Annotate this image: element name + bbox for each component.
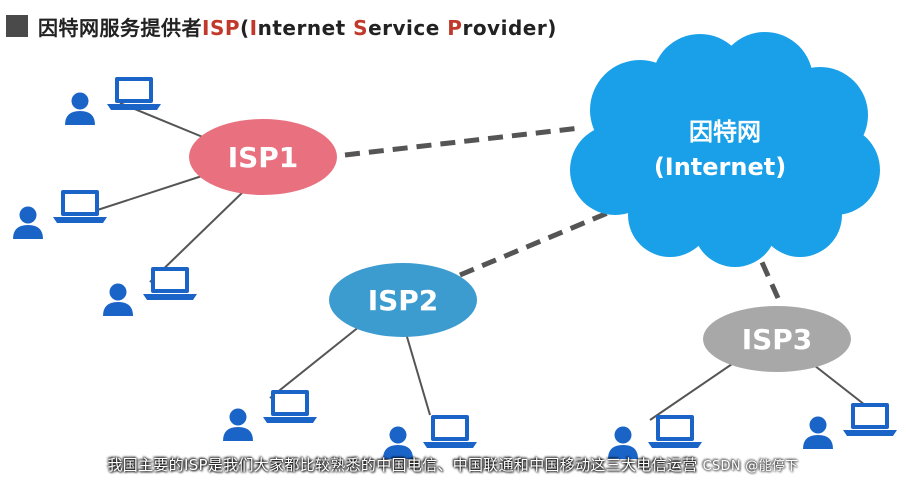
isp1-node — [189, 119, 337, 195]
laptop-icon — [648, 415, 702, 448]
user-group-7 — [803, 403, 897, 449]
internet-label-en: (Internet) — [654, 153, 786, 181]
page-title: 因特网服务提供者ISP(Internet Service Provider) — [38, 15, 557, 40]
internet-label-cn: 因特网 — [689, 118, 761, 146]
user-group-1 — [65, 77, 161, 125]
watermark: CSDN @能停下 — [702, 459, 799, 474]
laptop-icon — [107, 77, 161, 110]
laptop-icon — [423, 415, 477, 448]
user-icon — [803, 416, 833, 449]
link-isp1-internet — [344, 125, 581, 158]
video-subtitle: 我国主要的ISP是我们大家都比较熟悉的中国电信、中国联通和中国移动这三大电信运营… — [107, 456, 799, 474]
link-isp2-user5 — [404, 329, 431, 416]
title-square-icon — [6, 15, 28, 37]
laptop-icon — [843, 403, 897, 436]
laptop-icon — [263, 390, 317, 423]
isp2-node — [329, 263, 477, 337]
user-icon — [103, 283, 133, 316]
user-group-5 — [383, 415, 477, 459]
link-isp3-user6 — [649, 361, 736, 421]
laptop-icon — [53, 190, 107, 223]
isp1-label: ISP1 — [228, 141, 299, 174]
link-isp2-internet — [459, 209, 611, 278]
user-icon — [13, 206, 43, 239]
user-icon — [65, 92, 95, 125]
laptop-icon — [143, 267, 197, 300]
user-icon — [223, 408, 253, 441]
user-links — [81, 102, 866, 421]
link-isp1-user2 — [81, 174, 206, 216]
isp2-label: ISP2 — [368, 284, 439, 317]
user-group-3 — [103, 267, 197, 316]
title-bar: 因特网服务提供者ISP(Internet Service Provider) — [6, 12, 557, 40]
isp3-node — [703, 306, 851, 372]
link-isp1-user3 — [149, 189, 246, 283]
user-group-2 — [13, 190, 107, 239]
user-group-6 — [608, 415, 702, 459]
link-isp3-user7 — [809, 361, 866, 406]
internet-cloud — [570, 32, 880, 267]
link-isp2-user4 — [269, 321, 366, 399]
isp3-label: ISP3 — [742, 323, 813, 356]
